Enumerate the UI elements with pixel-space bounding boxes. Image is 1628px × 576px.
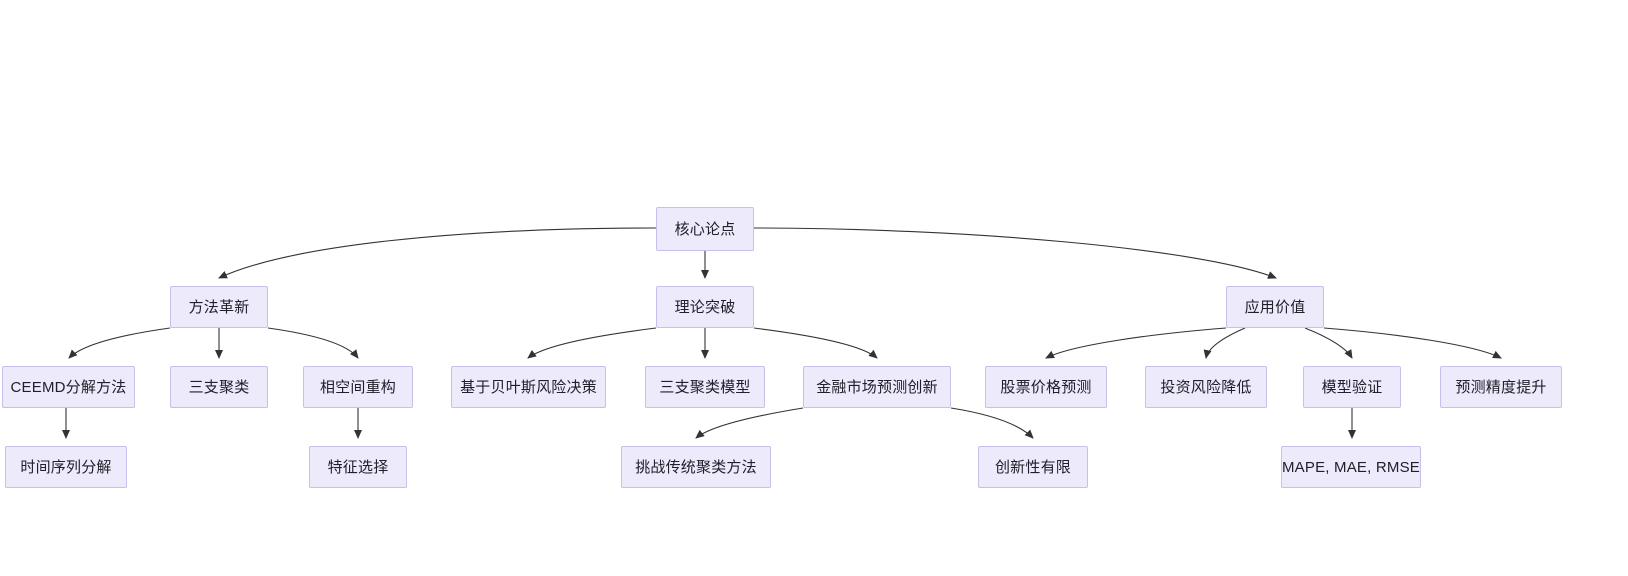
node-b3[interactable]: 应用价值 <box>1226 286 1324 328</box>
node-c7[interactable]: 股票价格预测 <box>985 366 1107 408</box>
node-label-c2: 三支聚类 <box>188 378 250 396</box>
edge-b1-to-c3 <box>267 327 359 359</box>
edge-b2-to-c4 <box>527 327 657 359</box>
edges-group <box>62 227 1502 439</box>
node-d5[interactable]: MAPE, MAE, RMSE <box>1281 446 1421 488</box>
edge-b3-to-c7 <box>1045 327 1227 359</box>
node-d4[interactable]: 创新性有限 <box>978 446 1088 488</box>
node-c9[interactable]: 模型验证 <box>1303 366 1401 408</box>
node-c3[interactable]: 相空间重构 <box>303 366 413 408</box>
edge-b2-to-c6 <box>753 327 878 359</box>
node-d2[interactable]: 特征选择 <box>309 446 407 488</box>
node-label-c3: 相空间重构 <box>319 378 396 396</box>
node-label-b2: 理论突破 <box>674 298 736 316</box>
node-d3[interactable]: 挑战传统聚类方法 <box>621 446 771 488</box>
node-c1[interactable]: CEEMD分解方法 <box>2 366 135 408</box>
node-label-d2: 特征选择 <box>327 458 389 476</box>
node-label-c10: 预测精度提升 <box>1455 378 1547 396</box>
edge-c6-to-d3 <box>695 407 804 439</box>
edge-b3-to-c9 <box>1304 327 1353 359</box>
node-d1[interactable]: 时间序列分解 <box>5 446 127 488</box>
edge-b1-to-c1 <box>68 327 171 359</box>
node-c5[interactable]: 三支聚类模型 <box>645 366 765 408</box>
node-label-c7: 股票价格预测 <box>1000 378 1092 396</box>
node-c6[interactable]: 金融市场预测创新 <box>803 366 951 408</box>
edge-b3-to-c10 <box>1323 327 1502 359</box>
node-label-d4: 创新性有限 <box>994 458 1071 476</box>
node-label-b1: 方法革新 <box>188 298 250 316</box>
node-label-c8: 投资风险降低 <box>1160 378 1252 396</box>
node-label-c4: 基于贝叶斯风险决策 <box>460 378 597 396</box>
edge-root-to-b3 <box>753 227 1277 279</box>
edge-c6-to-d4 <box>950 407 1034 439</box>
edge-root-to-b1 <box>218 227 657 279</box>
node-label-b3: 应用价值 <box>1244 298 1306 316</box>
node-c10[interactable]: 预测精度提升 <box>1440 366 1562 408</box>
node-c4[interactable]: 基于贝叶斯风险决策 <box>451 366 606 408</box>
node-label-d3: 挑战传统聚类方法 <box>635 458 757 476</box>
node-b1[interactable]: 方法革新 <box>170 286 268 328</box>
node-c2[interactable]: 三支聚类 <box>170 366 268 408</box>
edge-b3-to-c8 <box>1203 327 1246 359</box>
node-label-c5: 三支聚类模型 <box>659 378 751 396</box>
node-b2[interactable]: 理论突破 <box>656 286 754 328</box>
node-root[interactable]: 核心论点 <box>656 207 754 251</box>
node-label-c1: CEEMD分解方法 <box>10 378 127 396</box>
node-c8[interactable]: 投资风险降低 <box>1145 366 1267 408</box>
node-label-d5: MAPE, MAE, RMSE <box>1281 458 1421 476</box>
node-label-root: 核心论点 <box>674 220 736 238</box>
node-label-c6: 金融市场预测创新 <box>816 378 938 396</box>
node-label-d1: 时间序列分解 <box>20 458 112 476</box>
node-label-c9: 模型验证 <box>1321 378 1383 396</box>
